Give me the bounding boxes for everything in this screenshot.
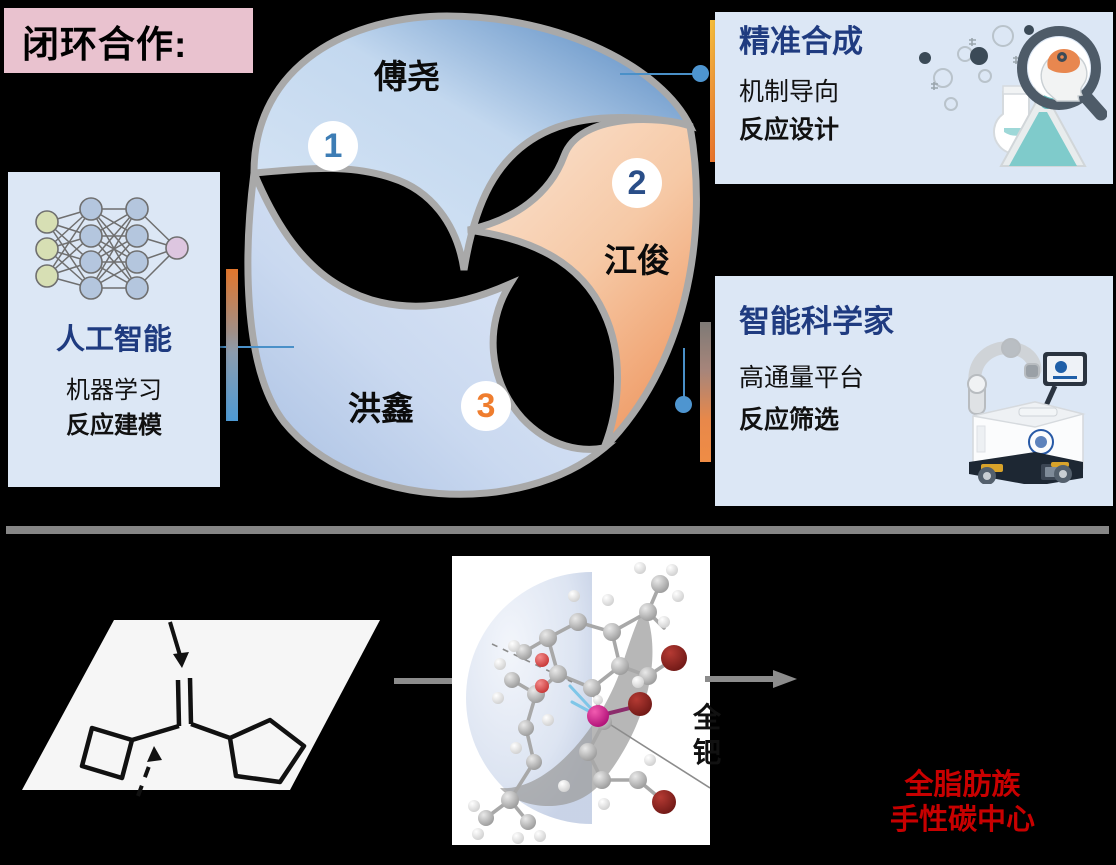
- connector-line-ai: [208, 346, 294, 348]
- page-title: 闭环合作:: [22, 23, 188, 65]
- card-ai-title: 人工智能: [55, 324, 172, 356]
- molecule-caption-line-2: 钯: [693, 737, 722, 768]
- cycle-step-badge-2: 2: [612, 158, 662, 208]
- card-scientist-subtitle-1: 高通量平台: [739, 364, 865, 392]
- molecule-3d-model-image: [452, 556, 710, 845]
- accent-bar-ai: [226, 269, 238, 421]
- card-scientist-subtitle-2: 反应筛选: [739, 406, 840, 434]
- flask-magnifier-brain-icon: [907, 16, 1108, 181]
- result-highlight-text: 全脂肪族 手性碳中心: [890, 768, 1035, 839]
- card-scientist-title: 智能科学家: [739, 304, 894, 339]
- connector-dot-scientist: [675, 396, 692, 413]
- molecule-caption-line-1: 全: [693, 702, 722, 733]
- slide-title-chip: 闭环合作:: [4, 8, 253, 73]
- scheme-arrow-left: [394, 673, 456, 684]
- card-precision-synthesis[interactable]: 精准合成 机制导向 反应设计: [715, 12, 1113, 184]
- cycle-segment-2-name: 江俊: [604, 242, 670, 279]
- card-synthesis-title: 精准合成: [739, 24, 863, 59]
- section-divider: [6, 526, 1109, 534]
- substrate-structure-diagram: [22, 620, 382, 800]
- card-intelligent-scientist[interactable]: 智能科学家 高通量平台 反应筛选: [715, 276, 1113, 506]
- cycle-segment-3[interactable]: [244, 159, 617, 498]
- card-synthesis-subtitle-2: 反应设计: [739, 116, 840, 144]
- card-ai-subtitle-1: 机器学习: [66, 377, 162, 405]
- neural-network-icon: [25, 196, 203, 301]
- connector-dot-synthesis: [692, 65, 709, 82]
- card-artificial-intelligence[interactable]: 人工智能 机器学习 反应建模: [8, 172, 220, 487]
- cycle-step-badge-1: 1: [308, 121, 358, 171]
- card-synthesis-subtitle-1: 机制导向: [739, 78, 840, 106]
- card-ai-subtitle-2: 反应建模: [66, 411, 162, 439]
- connector-line-synthesis: [620, 73, 706, 75]
- result-line-2: 手性碳中心: [890, 804, 1036, 837]
- molecule-caption: 全 钯: [693, 700, 721, 770]
- accent-bar-scientist: [700, 322, 711, 462]
- lab-robot-icon: [955, 324, 1095, 486]
- connector-line-scientist: [683, 348, 685, 406]
- cycle-segment-1[interactable]: [250, 12, 697, 271]
- cycle-step-badge-3: 3: [461, 381, 511, 431]
- result-line-1: 全脂肪族: [904, 769, 1021, 801]
- scheme-arrow-right: [705, 668, 797, 690]
- molecule-3d-svg: [466, 562, 710, 844]
- cycle-segment-3-name: 洪鑫: [348, 390, 414, 427]
- cycle-segment-1-name: 傅尧: [374, 58, 440, 95]
